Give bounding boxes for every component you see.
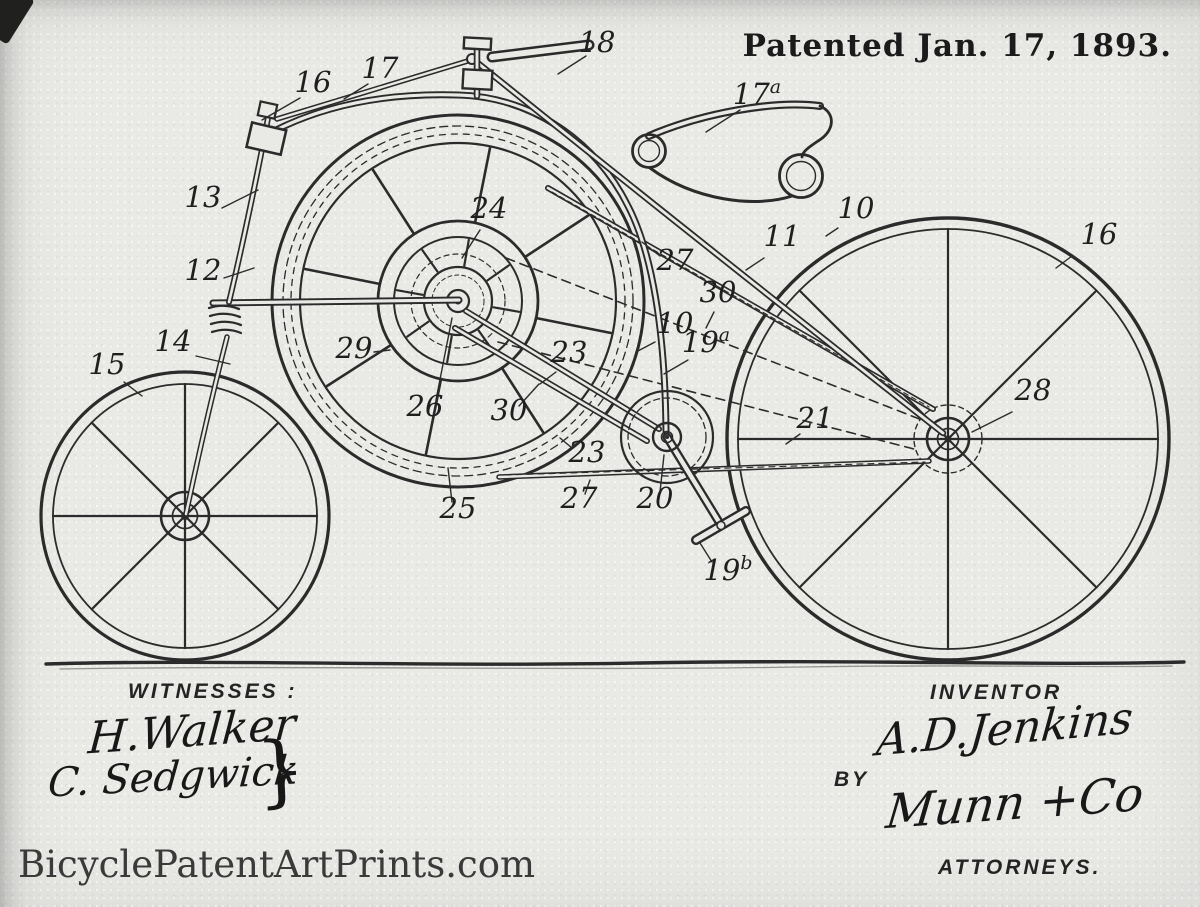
part-label-28: 28 <box>1014 373 1052 407</box>
steering-head-collar <box>244 120 288 157</box>
part-label-10: 10 <box>657 306 694 340</box>
part-label-11: 11 <box>764 219 801 253</box>
hub-sprocket-spokes <box>395 238 521 364</box>
part-label-13: 13 <box>185 180 222 214</box>
crank-disc <box>619 389 715 485</box>
leader-line-30 <box>518 383 540 407</box>
leader-line-25 <box>447 467 453 503</box>
leader-line-30 <box>705 311 715 329</box>
front-wheel <box>39 370 331 662</box>
part-label-27: 27 <box>656 243 694 277</box>
leader-line-13 <box>221 189 259 209</box>
leader-line-10 <box>825 227 839 237</box>
part-label-19b: 19b <box>703 552 752 587</box>
post-collar <box>461 68 494 92</box>
attorneys-label: ATTORNEYS. <box>938 856 1102 879</box>
leader-line-17 <box>343 83 369 100</box>
ground-line <box>44 660 1186 670</box>
leader-line-17a <box>705 109 741 133</box>
part-label-25: 25 <box>439 491 477 525</box>
frame <box>209 60 947 444</box>
fork-spring <box>207 304 243 335</box>
leader-line-16 <box>261 97 301 121</box>
fork-blade <box>184 335 229 516</box>
leader-line-27 <box>584 479 591 495</box>
part-label-27: 27 <box>560 481 598 515</box>
part-label-26: 26 <box>406 389 444 423</box>
crank-pedal <box>619 389 751 545</box>
leader-line-29 <box>373 349 391 353</box>
steering-fork <box>183 36 595 517</box>
leader-line-15 <box>123 381 143 397</box>
leader-line-14 <box>195 355 231 365</box>
part-label-21: 21 <box>796 401 834 435</box>
hub-strut-lower <box>453 326 649 443</box>
saddle-coil-right <box>778 153 824 199</box>
saddle <box>631 100 833 203</box>
part-label-23: 23 <box>550 335 588 369</box>
leader-line-26 <box>435 317 453 401</box>
leader-line-23 <box>559 437 573 449</box>
main-bar <box>211 298 461 305</box>
part-label-29: 29 <box>335 331 373 365</box>
patent-date: Patented Jan. 17, 1893. <box>742 28 1172 64</box>
leader-line-16 <box>1055 255 1073 269</box>
watermark: BicyclePatentArtPrints.com <box>18 843 536 886</box>
part-label-10: 10 <box>838 191 875 225</box>
leader-line-28 <box>971 411 1013 433</box>
part-label-14: 14 <box>155 324 192 358</box>
hub-strut-upper <box>464 309 661 431</box>
leader-line-11 <box>745 257 765 271</box>
part-label-30: 30 <box>491 393 528 427</box>
inventor-heading: INVENTOR <box>930 681 1063 704</box>
part-label-24: 24 <box>470 191 508 225</box>
pedal-axle <box>716 520 726 531</box>
witnesses-heading: WITNESSES : <box>128 680 298 703</box>
saddle-top <box>647 102 822 138</box>
leader-line-20 <box>659 454 665 493</box>
post-cap <box>462 36 493 51</box>
saddle-roll <box>800 104 833 159</box>
leader-line-27 <box>641 241 661 257</box>
part-label-30: 30 <box>700 275 737 309</box>
signature-flourish: } <box>253 724 308 818</box>
backbone-tube <box>477 62 945 435</box>
saddle-under-curve <box>648 166 794 203</box>
by-label: BY <box>834 768 870 791</box>
leader-line-24 <box>461 229 481 259</box>
part-label-15: 15 <box>89 347 126 381</box>
part-label-23: 23 <box>568 435 606 469</box>
leader-line-19a <box>663 359 689 375</box>
rear-wheel <box>725 216 1171 662</box>
part-label-12: 12 <box>185 253 222 287</box>
leader-line-21 <box>785 433 801 445</box>
part-label-20: 20 <box>636 481 674 515</box>
part-label-16: 16 <box>295 65 332 99</box>
part-label-18: 18 <box>579 25 616 59</box>
part-label-17: 17 <box>362 51 399 85</box>
leader-line-12 <box>223 267 255 279</box>
leader-line-18 <box>557 55 587 75</box>
steering-rod <box>275 58 473 121</box>
leader-line-10 <box>635 341 656 353</box>
part-label-16: 16 <box>1081 217 1118 251</box>
leader-line-19b <box>699 542 713 563</box>
leader-line-23 <box>539 371 557 385</box>
